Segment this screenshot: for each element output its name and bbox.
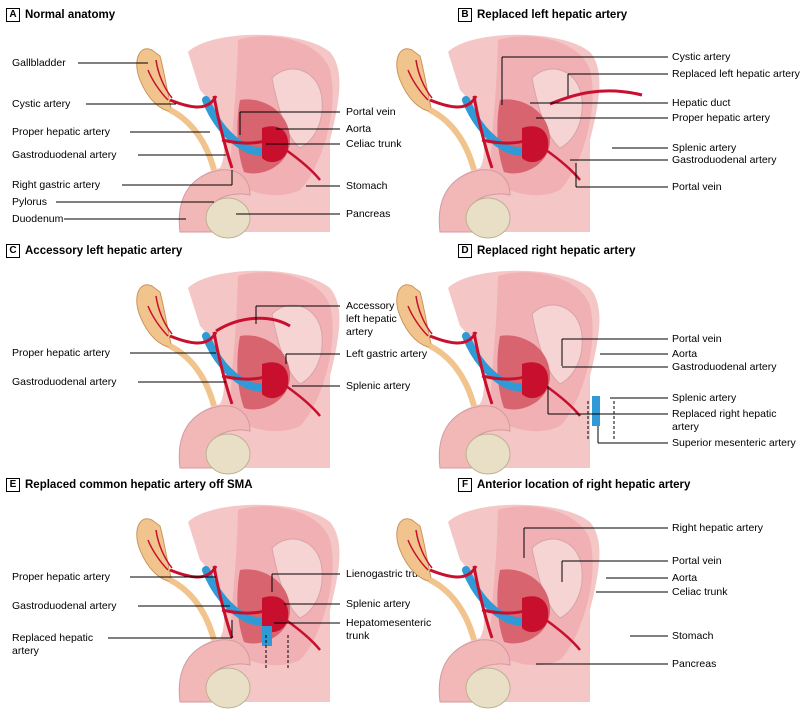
leader-lines	[130, 305, 340, 387]
label-replaced-right-hepatic-artery: Replaced right hepatic artery	[672, 408, 777, 433]
label-gastroduodenal-artery: Gastroduodenal artery	[12, 376, 117, 388]
panel-title-text: Replaced common hepatic artery off SMA	[25, 479, 253, 491]
anatomy-illustration	[108, 470, 404, 702]
label-hepatomesenteric-trunk: Hepatomesenteric trunk	[346, 617, 432, 642]
label-cystic-artery: Cystic artery	[672, 51, 731, 63]
panel-title: C Accessory left hepatic artery	[6, 244, 182, 258]
panel-title-text: Anterior location of right hepatic arter…	[477, 479, 691, 491]
label-hepatic-duct: Hepatic duct	[672, 97, 731, 109]
anatomy-illustration	[452, 236, 668, 468]
label-splenic-artery: Splenic artery	[672, 142, 737, 154]
anatomy-illustration	[130, 236, 404, 468]
panel-title-text: Accessory left hepatic artery	[25, 245, 183, 257]
label-proper-hepatic-artery: Proper hepatic artery	[12, 571, 111, 583]
anatomy-illustration	[452, 0, 668, 232]
panel-letter: D	[458, 244, 472, 258]
label-cystic-artery: Cystic artery	[12, 98, 71, 110]
anatomy-illustration	[56, 0, 404, 232]
label-stomach: Stomach	[346, 180, 388, 192]
panel-letter: B	[458, 8, 472, 22]
label-aorta: Aorta	[346, 123, 372, 135]
panel-title: A Normal anatomy	[6, 8, 115, 22]
label-gallbladder: Gallbladder	[12, 57, 66, 69]
panel-letter: C	[6, 244, 20, 258]
anatomy-illustration	[452, 470, 668, 702]
panel-c: C Accessory left hepatic artery Accessor…	[0, 236, 427, 468]
label-duodenum: Duodenum	[12, 213, 64, 225]
label-aorta: Aorta	[672, 572, 698, 584]
label-replaced-hepatic-artery: Replaced hepatic artery	[12, 632, 94, 657]
label-portal-vein: Portal vein	[672, 181, 722, 193]
panel-title: D Replaced right hepatic artery	[458, 244, 636, 258]
leader-lines	[547, 338, 668, 444]
label-left-gastric-artery: Left gastric artery	[346, 348, 428, 360]
panel-letter: E	[6, 478, 20, 492]
label-gastroduodenal-artery: Gastroduodenal artery	[672, 361, 777, 373]
label-replaced-left-hepatic-artery: Replaced left hepatic artery	[672, 68, 800, 80]
label-celiac-trunk: Celiac trunk	[346, 138, 402, 150]
label-right-gastric-artery: Right gastric artery	[12, 179, 101, 191]
label-gastroduodenal-artery: Gastroduodenal artery	[672, 154, 777, 166]
panel-a: A Normal anatomy Gallbladder Cystic arte…	[0, 0, 404, 232]
label-aorta: Aorta	[672, 348, 698, 360]
label-splenic-artery: Splenic artery	[346, 598, 411, 610]
label-gastroduodenal-artery: Gastroduodenal artery	[12, 600, 117, 612]
label-right-hepatic-artery: Right hepatic artery	[672, 522, 764, 534]
label-splenic-artery: Splenic artery	[672, 392, 737, 404]
panel-title: B Replaced left hepatic artery	[458, 8, 627, 22]
panel-title-text: Replaced right hepatic artery	[477, 245, 636, 257]
label-superior-mesenteric-artery: Superior mesenteric artery	[672, 437, 796, 449]
label-lienogastric-trunk: Lienogastric trunk	[346, 568, 429, 580]
panel-title: E Replaced common hepatic artery off SMA	[6, 478, 253, 492]
panel-title: F Anterior location of right hepatic art…	[458, 478, 690, 492]
leader-lines	[501, 56, 668, 188]
label-portal-vein: Portal vein	[346, 106, 396, 118]
label-pancreas: Pancreas	[346, 208, 391, 220]
leader-lines	[56, 62, 340, 220]
label-celiac-trunk: Celiac trunk	[672, 586, 728, 598]
panel-title-text: Normal anatomy	[25, 9, 116, 21]
label-portal-vein: Portal vein	[672, 333, 722, 345]
label-accessory-left-hepatic-artery: Accessory left hepatic artery	[346, 300, 397, 338]
panel-title-text: Replaced left hepatic artery	[477, 9, 628, 21]
label-pylorus: Pylorus	[12, 196, 48, 208]
panel-b: B Replaced left hepatic artery Cystic ar…	[452, 0, 808, 232]
label-proper-hepatic-artery: Proper hepatic artery	[12, 126, 111, 138]
label-portal-vein: Portal vein	[672, 555, 722, 567]
panel-letter: A	[6, 8, 20, 22]
panel-e: E Replaced common hepatic artery off SMA…	[0, 470, 432, 702]
label-splenic-artery: Splenic artery	[346, 380, 411, 392]
panel-d: D Replaced right hepatic artery Portal v…	[452, 236, 808, 468]
label-stomach: Stomach	[672, 630, 714, 642]
label-proper-hepatic-artery: Proper hepatic artery	[672, 112, 771, 124]
label-pancreas: Pancreas	[672, 658, 717, 670]
panel-f: F Anterior location of right hepatic art…	[452, 470, 808, 702]
panel-letter: F	[458, 478, 472, 492]
leader-lines	[523, 527, 668, 665]
leader-lines	[108, 573, 340, 639]
label-proper-hepatic-artery: Proper hepatic artery	[12, 347, 111, 359]
label-gastroduodenal-artery: Gastroduodenal artery	[12, 149, 117, 161]
